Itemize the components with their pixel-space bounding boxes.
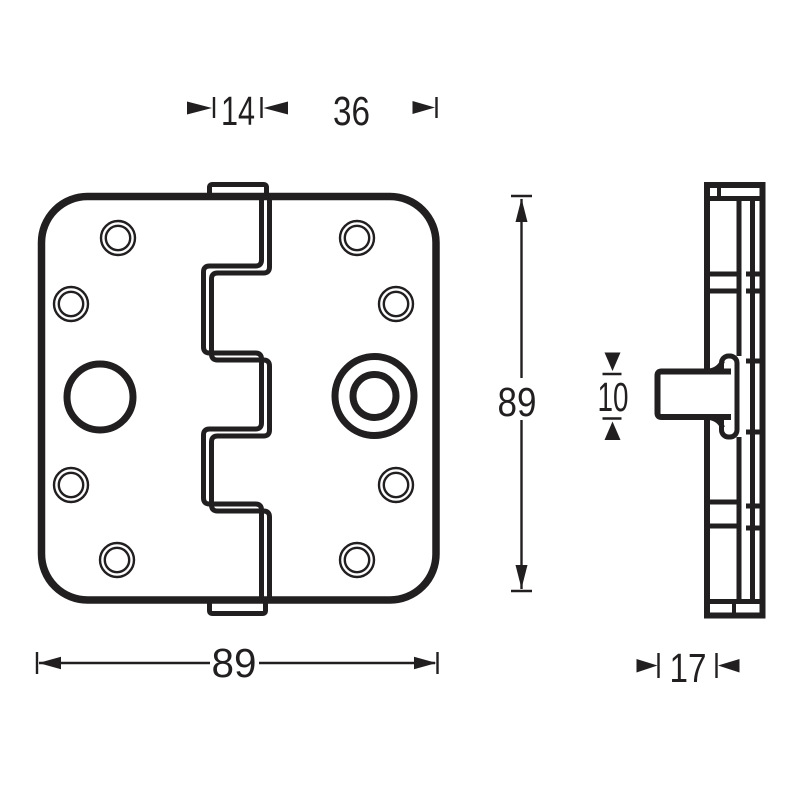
left-leaf-hole [63, 360, 137, 434]
screw-hole-inner [343, 546, 371, 574]
screw-hole-inner [343, 224, 371, 252]
dim-arrow-down-icon [604, 352, 621, 371]
dimension-edge-offset: 36 [333, 88, 438, 134]
dimension-thickness: 17 [636, 645, 740, 691]
dim-label-width: 89 [212, 640, 257, 686]
screw-hole-outer [99, 219, 137, 257]
knuckle-segment-lines [704, 271, 742, 529]
dim-arrow-right-icon [412, 101, 435, 114]
hinge-side-view [654, 182, 766, 619]
dim-arrow-left-icon [263, 101, 288, 115]
dimension-width: 89 [35, 640, 439, 686]
side-right-ticks [746, 271, 763, 531]
dim-arrow-right-icon [414, 656, 437, 670]
screw-hole-outer [377, 285, 415, 323]
dim-arrow-left-icon [718, 659, 740, 673]
dim-label-edge-offset: 36 [333, 88, 370, 134]
bearing-inner-ring [349, 371, 400, 421]
screw-hole-outer [52, 285, 90, 323]
dim-label-knuckle-width: 14 [221, 88, 255, 134]
dim-arrow-right-icon [187, 101, 212, 115]
dimension-knuckle-width: 14 [187, 88, 288, 134]
knuckle-joint-line-outer [201, 196, 264, 600]
bearing-outer-ring [331, 353, 418, 439]
dim-label-pin-diameter: 10 [598, 374, 629, 420]
screw-hole-inner [103, 546, 131, 574]
hinge-front-view [37, 182, 440, 616]
knuckle-tab-top [207, 182, 269, 199]
pin-stud-flare-top [705, 359, 725, 374]
dim-arrow-up-icon [604, 421, 621, 440]
dimension-pin-diameter: 10 [598, 352, 629, 440]
screw-hole-outer [377, 466, 415, 504]
screw-holes [52, 219, 415, 579]
dimension-height: 89 [498, 194, 537, 593]
screw-hole-inner [104, 224, 132, 252]
screw-hole-outer [338, 541, 376, 579]
screw-hole-outer [338, 219, 376, 257]
dim-label-thickness: 17 [670, 645, 707, 691]
pin-stud-flare-bottom [705, 414, 725, 429]
screw-hole-outer [52, 466, 90, 504]
hinge-plate-outline [37, 192, 440, 604]
screw-hole-inner [57, 290, 85, 318]
dim-arrow-down-icon [515, 565, 528, 589]
screw-hole-inner [57, 471, 85, 499]
screw-hole-inner [382, 290, 410, 318]
pin-stud [654, 368, 731, 420]
knuckle-joint-line-inner [209, 196, 272, 600]
screw-hole-inner [382, 471, 410, 499]
dim-label-height: 89 [498, 379, 537, 425]
knuckle-tab-bottom [207, 599, 268, 616]
dim-arrow-right-icon [636, 659, 658, 673]
screw-hole-outer [98, 541, 136, 579]
